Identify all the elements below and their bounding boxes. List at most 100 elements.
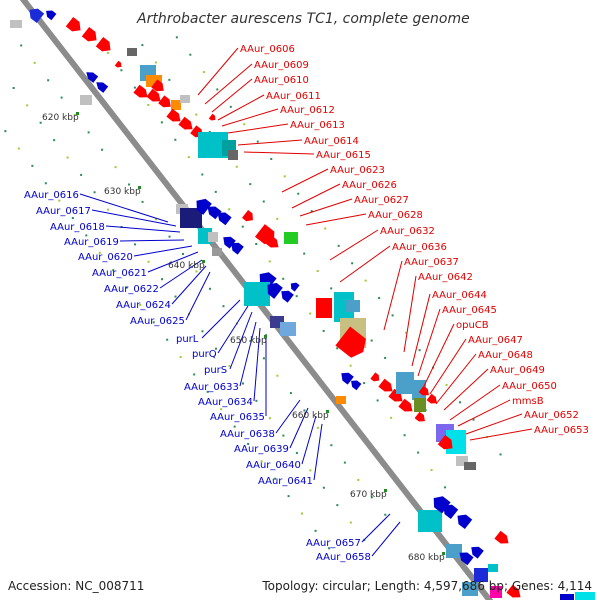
gene-feature[interactable] xyxy=(414,411,428,424)
reverse-gene-label[interactable]: AAur_0639 xyxy=(234,444,289,455)
forward-gene-label[interactable]: AAur_0613 xyxy=(290,120,345,131)
reverse-gene-label[interactable]: AAur_0635 xyxy=(210,412,265,423)
reverse-gene-label[interactable]: AAur_0634 xyxy=(198,397,253,408)
forward-gene-label[interactable]: AAur_0636 xyxy=(392,242,447,253)
gene-feature[interactable] xyxy=(488,564,498,572)
reverse-gene-label[interactable]: purS xyxy=(204,365,227,376)
forward-gene-label[interactable]: opuCB xyxy=(456,320,489,331)
gene-feature[interactable] xyxy=(166,108,183,125)
gene-feature[interactable] xyxy=(133,84,150,101)
reverse-gene-label[interactable]: AAur_0633 xyxy=(184,382,239,393)
gene-feature[interactable] xyxy=(506,584,523,600)
gene-feature[interactable] xyxy=(280,322,296,336)
gene-feature[interactable] xyxy=(114,60,123,69)
gene-feature[interactable] xyxy=(10,20,22,28)
gene-feature[interactable] xyxy=(278,287,294,303)
gene-feature[interactable] xyxy=(212,248,222,256)
gene-feature[interactable] xyxy=(214,209,232,226)
gene-feature[interactable] xyxy=(414,398,426,412)
gene-feature[interactable] xyxy=(241,209,256,224)
reverse-gene-label[interactable]: AAur_0640 xyxy=(246,460,301,471)
gene-feature[interactable] xyxy=(370,372,381,383)
reverse-gene-label[interactable]: AAur_0616 xyxy=(24,190,79,201)
gene-feature[interactable] xyxy=(192,195,212,215)
gene-feature[interactable] xyxy=(95,36,114,55)
reverse-gene-label[interactable]: purL xyxy=(176,334,199,345)
forward-gene-label[interactable]: AAur_0647 xyxy=(468,335,523,346)
gene-feature[interactable] xyxy=(388,388,405,405)
gene-feature[interactable] xyxy=(220,233,236,249)
gene-feature[interactable] xyxy=(171,100,181,110)
reverse-gene-label[interactable]: AAur_0624 xyxy=(116,300,171,311)
gene-feature[interactable] xyxy=(336,396,346,404)
gene-feature[interactable] xyxy=(284,232,298,244)
gene-feature[interactable] xyxy=(474,568,488,582)
gene-feature[interactable] xyxy=(418,385,432,398)
forward-gene-label[interactable]: AAur_0609 xyxy=(254,60,309,71)
gene-feature[interactable] xyxy=(456,456,468,466)
forward-gene-label[interactable]: AAur_0644 xyxy=(432,290,487,301)
gene-feature[interactable] xyxy=(26,5,45,24)
forward-gene-label[interactable]: AAur_0615 xyxy=(316,150,371,161)
gene-feature[interactable] xyxy=(228,239,244,255)
gene-feature[interactable] xyxy=(80,95,92,105)
gene-feature[interactable] xyxy=(426,393,440,406)
gene-feature[interactable] xyxy=(446,544,462,558)
gene-feature[interactable] xyxy=(204,203,222,220)
reverse-gene-label[interactable]: AAur_0618 xyxy=(50,222,105,233)
gene-feature[interactable] xyxy=(178,116,195,133)
forward-gene-label[interactable]: AAur_0612 xyxy=(280,105,335,116)
gene-feature[interactable] xyxy=(418,510,442,532)
reverse-gene-label[interactable]: AAur_0638 xyxy=(220,429,275,440)
forward-gene-label[interactable]: AAur_0614 xyxy=(304,136,359,147)
gene-feature[interactable] xyxy=(146,88,163,105)
gene-feature[interactable] xyxy=(94,79,109,93)
gene-feature[interactable] xyxy=(180,208,202,228)
gene-feature[interactable] xyxy=(316,298,332,318)
forward-gene-label[interactable]: AAur_0623 xyxy=(330,165,385,176)
gene-feature[interactable] xyxy=(228,150,238,160)
reverse-gene-label[interactable]: AAur_0657 xyxy=(306,538,361,549)
gene-feature[interactable] xyxy=(44,8,57,21)
gene-feature[interactable] xyxy=(84,69,99,83)
forward-gene-label[interactable]: mmsB xyxy=(512,396,544,407)
gene-feature[interactable] xyxy=(334,292,354,322)
gene-feature[interactable] xyxy=(208,232,218,242)
forward-gene-label[interactable]: AAur_0632 xyxy=(380,226,435,237)
forward-gene-label[interactable]: AAur_0611 xyxy=(266,91,321,102)
gene-feature[interactable] xyxy=(468,543,484,559)
gene-feature[interactable] xyxy=(244,282,270,306)
gene-feature[interactable] xyxy=(440,501,459,520)
forward-gene-label[interactable]: AAur_0645 xyxy=(442,305,497,316)
reverse-gene-label[interactable]: AAur_0625 xyxy=(130,316,185,327)
gene-feature[interactable] xyxy=(335,326,370,362)
forward-gene-label[interactable]: AAur_0648 xyxy=(478,350,533,361)
forward-gene-label[interactable]: AAur_0628 xyxy=(368,210,423,221)
reverse-gene-label[interactable]: AAur_0621 xyxy=(92,268,147,279)
gene-feature[interactable] xyxy=(560,594,574,600)
gene-feature[interactable] xyxy=(263,279,283,299)
reverse-gene-label[interactable]: AAur_0622 xyxy=(104,284,159,295)
gene-feature[interactable] xyxy=(208,113,217,122)
gene-feature[interactable] xyxy=(127,48,137,56)
reverse-gene-label[interactable]: AAur_0658 xyxy=(316,552,371,563)
gene-feature[interactable] xyxy=(158,95,174,110)
gene-feature[interactable] xyxy=(81,26,100,45)
forward-gene-label[interactable]: AAur_0652 xyxy=(524,410,579,421)
gene-feature[interactable] xyxy=(264,234,281,251)
forward-gene-label[interactable]: AAur_0606 xyxy=(240,44,295,55)
forward-gene-label[interactable]: AAur_0653 xyxy=(534,425,589,436)
gene-feature[interactable] xyxy=(151,79,167,94)
gene-feature[interactable] xyxy=(454,511,473,530)
forward-gene-label[interactable]: AAur_0627 xyxy=(354,195,409,206)
reverse-gene-label[interactable]: purQ xyxy=(192,349,217,360)
gene-feature[interactable] xyxy=(398,398,415,415)
gene-feature[interactable] xyxy=(575,592,595,600)
gene-feature[interactable] xyxy=(396,372,414,394)
gene-feature[interactable] xyxy=(456,549,474,566)
gene-feature[interactable] xyxy=(437,434,456,453)
gene-feature[interactable] xyxy=(462,582,478,596)
gene-feature[interactable] xyxy=(429,493,451,514)
gene-feature[interactable] xyxy=(494,530,511,547)
reverse-gene-label[interactable]: AAur_0617 xyxy=(36,206,91,217)
